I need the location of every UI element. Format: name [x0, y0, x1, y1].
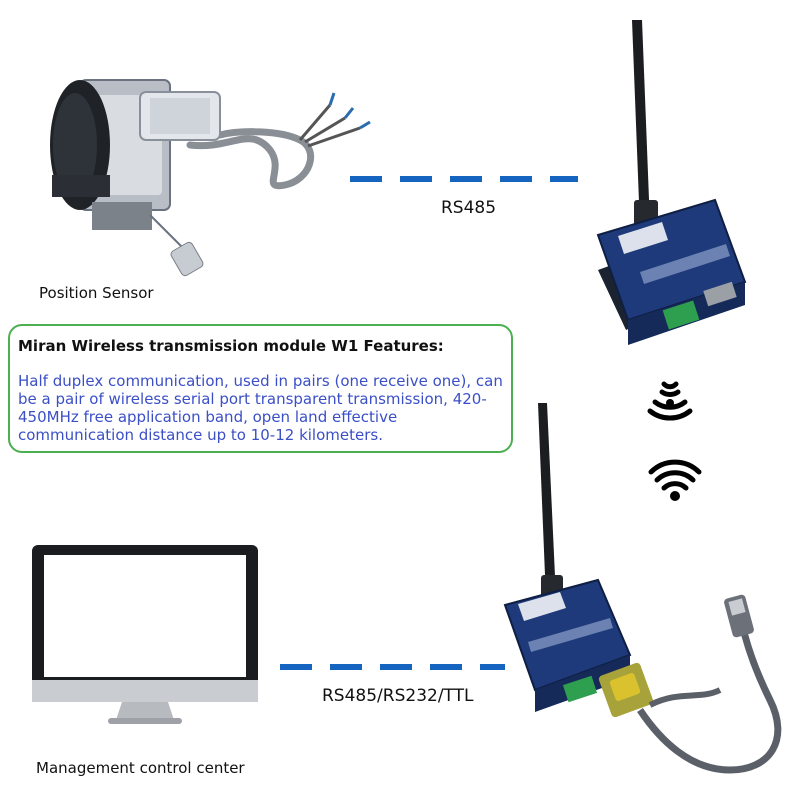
features-box [8, 324, 513, 453]
bottom-wireless-module [503, 403, 782, 774]
bottom-link-label: RS485/RS232/TTL [322, 686, 474, 706]
wireless-signal-icon [647, 381, 693, 421]
features-title: Miran Wireless transmission module W1 Fe… [18, 337, 444, 355]
wifi-icon [648, 459, 702, 501]
position-sensor-image [50, 79, 371, 277]
monitor-image [32, 545, 258, 724]
management-center-caption: Management control center [36, 759, 245, 777]
position-sensor-caption: Position Sensor [39, 284, 154, 302]
top-link-label: RS485 [441, 198, 497, 218]
features-body: Half duplex communication, used in pairs… [18, 372, 503, 444]
top-wireless-module [596, 20, 747, 345]
